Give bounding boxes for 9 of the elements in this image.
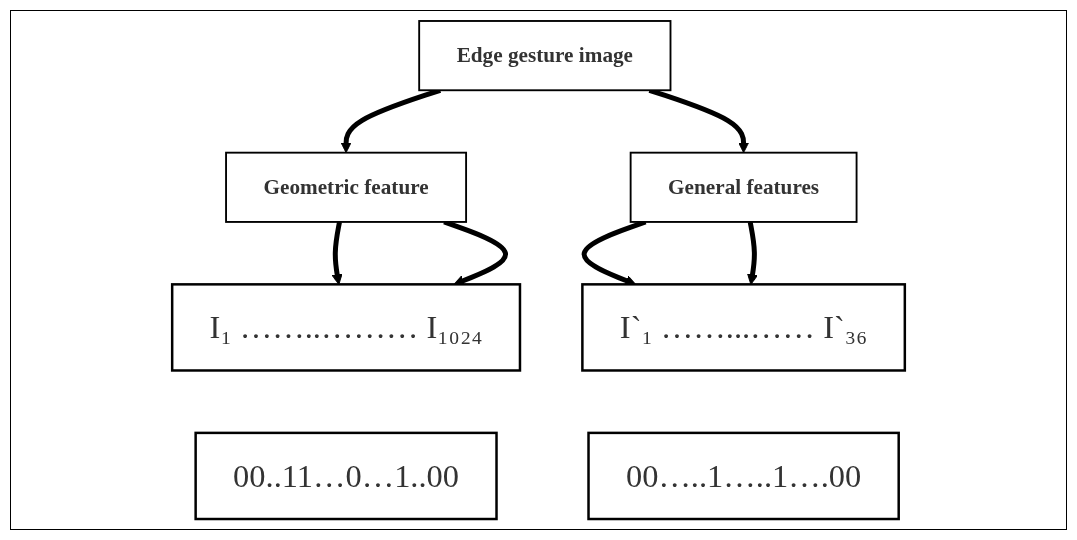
arrow: [331, 221, 343, 285]
node-box: I`₁ ……...…… I`₃₆: [581, 283, 907, 372]
node-box: 00..11…0…1..00: [194, 431, 498, 521]
node-box: I₁ ……..……… I₁₀₂₄: [170, 283, 522, 372]
node-box: Edge gesture image: [418, 20, 672, 92]
node-box: Geometric feature: [225, 151, 468, 223]
node-box: General features: [629, 151, 858, 223]
arrow: [747, 221, 758, 285]
node-box: 00…..1…..1….00: [587, 431, 900, 521]
